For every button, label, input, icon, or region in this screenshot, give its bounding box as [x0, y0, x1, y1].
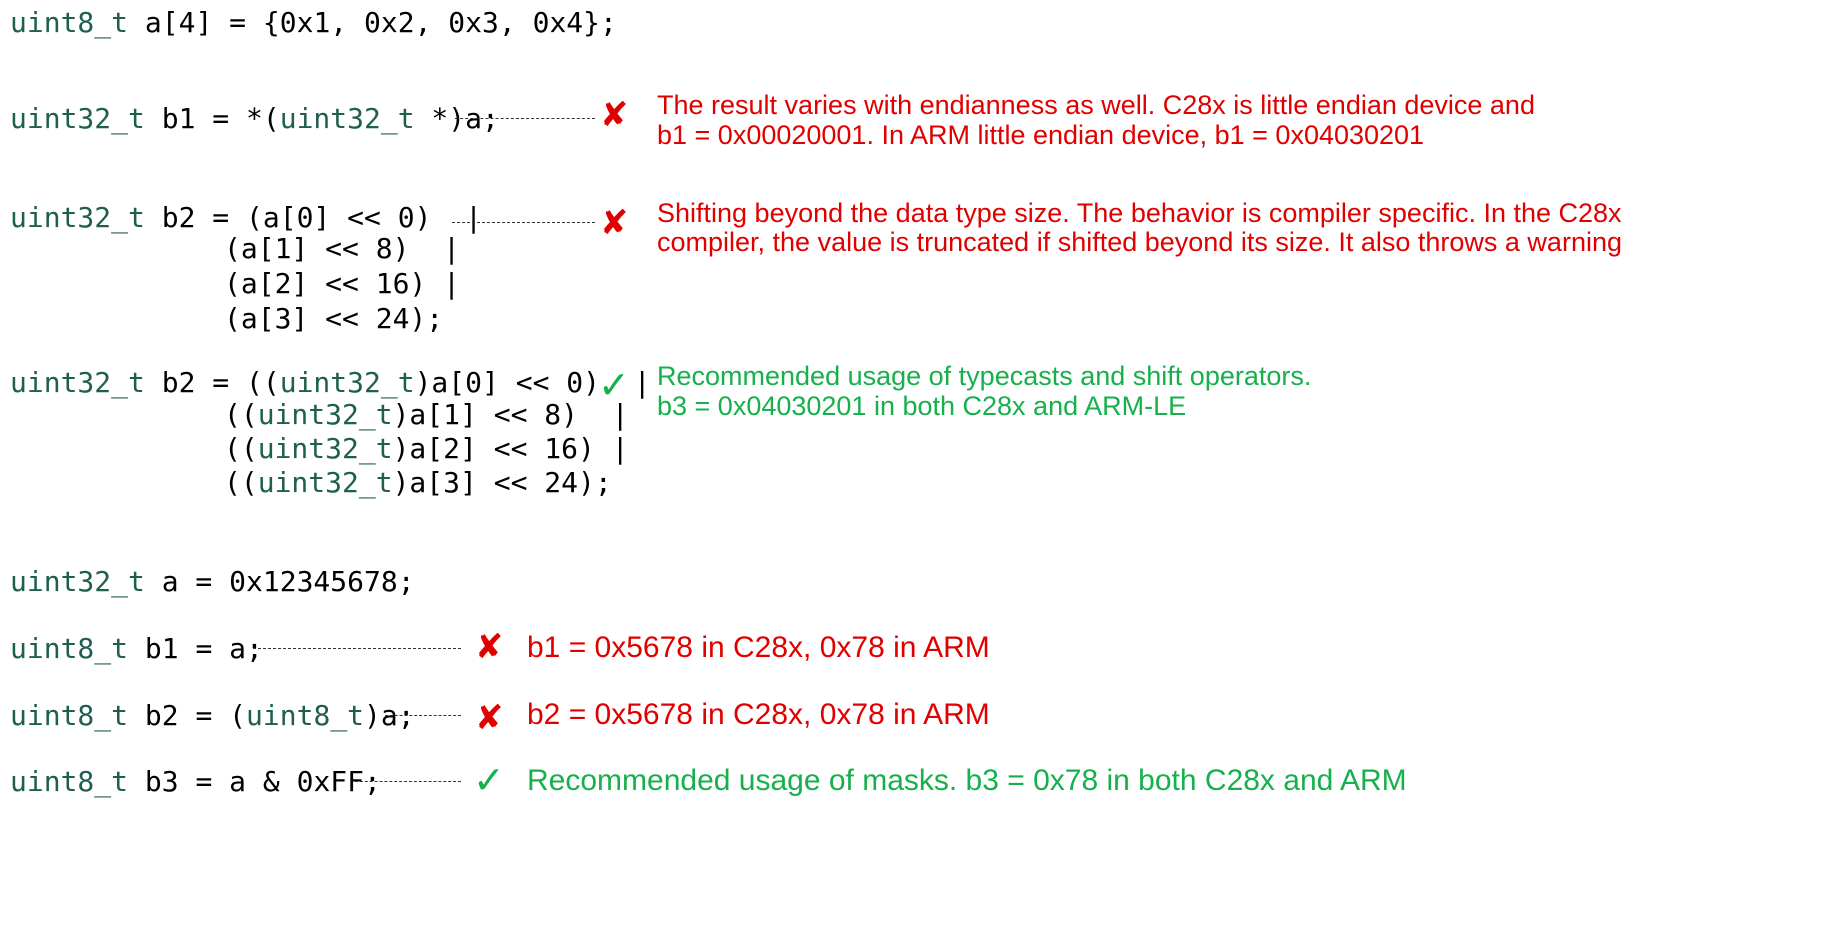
code-line: (a[1] << 8) | — [224, 232, 461, 265]
note-b2-line2: compiler, the value is truncated if shif… — [657, 227, 1622, 257]
code-line: uint32_t b2 = (a[0] << 0) | — [10, 199, 482, 236]
code-line-b1-pointer-cast: uint32_t b1 = *(uint32_t *)a; — [10, 100, 499, 137]
type-keyword: uint32_t — [257, 432, 393, 465]
code-line: (a[2] << 16) | — [224, 267, 461, 300]
code-text: (( — [224, 432, 258, 465]
code-line-b2-cast: uint8_t b2 = (uint8_t)a; — [10, 697, 415, 734]
code-line-b3-mask: uint8_t b3 = a & 0xFF; — [10, 763, 381, 800]
note-b3-line2: b3 = 0x04030201 in both C28x and ARM-LE — [657, 391, 1187, 421]
code-line-decl-a-32: uint32_t a = 0x12345678; — [10, 563, 415, 600]
code-text: b1 = *( — [144, 102, 280, 135]
type-keyword: uint32_t — [10, 366, 145, 399]
code-text: a[4] = {0x1, 0x2, 0x3, 0x4}; — [128, 6, 617, 39]
type-keyword: uint8_t — [246, 699, 365, 732]
code-text: b3 = a & 0xFF; — [128, 765, 381, 798]
note-b3-line1: Recommended usage of typecasts and shift… — [657, 361, 1312, 391]
note-b1-line2: b1 = 0x00020001. In ARM little endian de… — [657, 120, 1425, 150]
note-b1-line1: The result varies with endianness as wel… — [657, 90, 1535, 120]
wrong-mark-icon: ✘ — [475, 698, 504, 738]
type-keyword: uint8_t — [10, 6, 129, 39]
code-line: ((uint32_t)a[2] << 16) | — [224, 430, 629, 467]
dashed-connector — [452, 222, 595, 223]
wrong-mark-icon: ✘ — [475, 627, 504, 667]
dashed-connector — [355, 781, 461, 782]
dashed-connector — [253, 648, 461, 649]
type-keyword: uint32_t — [257, 466, 393, 499]
type-keyword: uint32_t — [10, 565, 145, 598]
check-mark-icon: ✓ — [473, 758, 505, 802]
code-text: b1 = a; — [128, 632, 263, 665]
type-keyword: uint32_t — [257, 398, 393, 431]
type-keyword: uint32_t — [279, 366, 415, 399]
code-text: b2 = (( — [144, 366, 280, 399]
type-keyword: uint8_t — [10, 765, 129, 798]
code-line: ((uint32_t)a[3] << 24); — [224, 464, 612, 501]
code-text: b2 = (a[0] << 0) | — [144, 201, 483, 234]
type-keyword: uint32_t — [10, 102, 145, 135]
check-mark-icon: ✓ — [598, 363, 630, 407]
wrong-mark-icon: ✘ — [600, 203, 629, 243]
code-text: )a[3] << 24); — [392, 466, 612, 499]
code-text: )a[0] << 0) | — [414, 366, 651, 399]
type-keyword: uint32_t — [279, 102, 415, 135]
code-line: (a[3] << 24); — [224, 302, 444, 335]
code-line: ((uint32_t)a[1] << 8) | — [224, 396, 629, 433]
code-text: (( — [224, 398, 258, 431]
type-keyword: uint8_t — [10, 699, 129, 732]
dashed-connector — [385, 715, 461, 716]
code-text: )a[2] << 16) | — [392, 432, 629, 465]
note-b2-line1: Shifting beyond the data type size. The … — [657, 198, 1622, 228]
dashed-connector — [455, 118, 595, 119]
wrong-mark-icon: ✘ — [600, 95, 629, 135]
type-keyword: uint32_t — [10, 201, 145, 234]
code-text: (( — [224, 466, 258, 499]
type-keyword: uint8_t — [10, 632, 129, 665]
note-block2-b1: b1 = 0x5678 in C28x, 0x78 in ARM — [527, 631, 990, 664]
code-line-decl-a: uint8_t a[4] = {0x1, 0x2, 0x3, 0x4}; — [10, 4, 617, 41]
note-block2-b3: Recommended usage of masks. b3 = 0x78 in… — [527, 764, 1407, 797]
code-line-b1-assign: uint8_t b1 = a; — [10, 630, 263, 667]
code-text: a = 0x12345678; — [144, 565, 415, 598]
code-text: )a[1] << 8) | — [392, 398, 629, 431]
code-line: uint32_t b2 = ((uint32_t)a[0] << 0) | — [10, 364, 651, 401]
note-block2-b2: b2 = 0x5678 in C28x, 0x78 in ARM — [527, 698, 990, 731]
code-text: b2 = ( — [128, 699, 247, 732]
